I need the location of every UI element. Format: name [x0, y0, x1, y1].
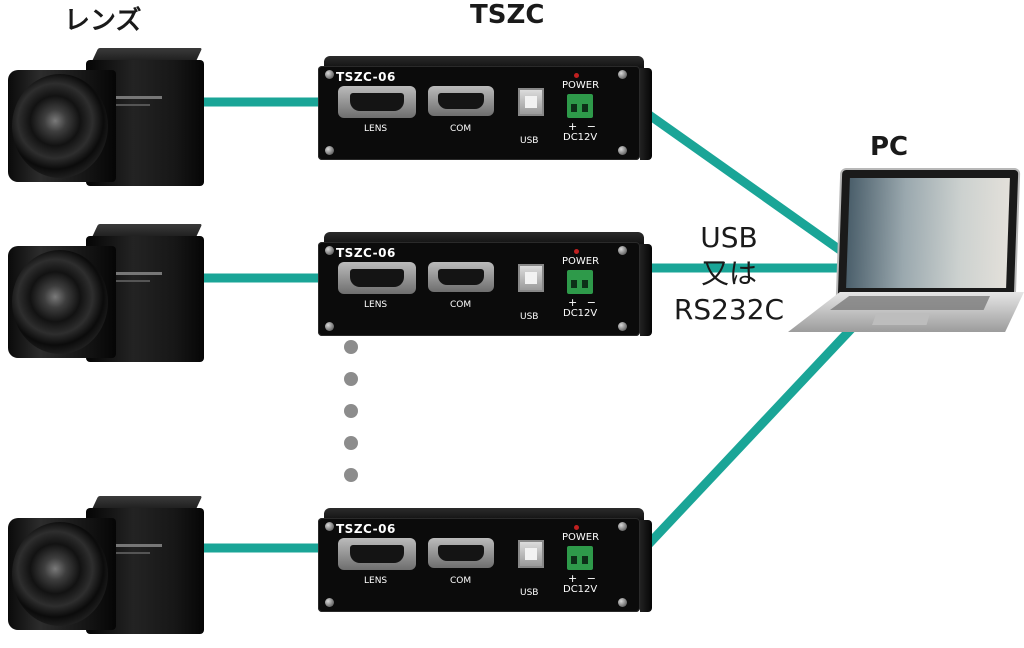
power-label: POWER	[562, 80, 600, 91]
connection-label-or: 又は	[700, 257, 757, 290]
power-led-icon	[574, 73, 579, 78]
model-label: TSZC-06	[336, 246, 396, 260]
zoom-lens-camera-1	[8, 48, 208, 188]
ellipsis-dot	[344, 372, 358, 386]
lens-port-label: LENS	[364, 576, 388, 586]
usb-port	[518, 88, 544, 116]
lens-port	[338, 86, 416, 118]
com-port-label: COM	[450, 300, 472, 310]
model-label: TSZC-06	[336, 70, 396, 84]
usb-port	[518, 540, 544, 568]
com-port-label: COM	[450, 124, 472, 134]
ellipsis-dot	[344, 340, 358, 354]
power-label: POWER	[562, 532, 600, 543]
power-terminal	[567, 546, 593, 570]
polarity-label: + −	[568, 296, 599, 309]
tszc-controller-1: TSZC-06 LENS COM USB POWER + − DC12V	[318, 56, 653, 166]
laptop-trackpad	[872, 313, 930, 325]
com-port	[428, 538, 494, 568]
dc-voltage-label: DC12V	[563, 584, 598, 595]
cable-tszc1-pc	[642, 108, 843, 254]
usb-port-label: USB	[520, 136, 539, 146]
laptop-screen	[846, 178, 1010, 288]
usb-port-label: USB	[520, 312, 539, 322]
laptop-pc	[788, 168, 1024, 340]
zoom-lens-camera-2	[8, 224, 208, 364]
ellipsis-dot	[344, 436, 358, 450]
tszc-controller-2: TSZC-06 LENS COM USB POWER + − DC12V	[318, 232, 653, 342]
power-led-icon	[574, 249, 579, 254]
com-port	[428, 86, 494, 116]
laptop-keyboard	[830, 296, 990, 310]
model-label: TSZC-06	[336, 522, 396, 536]
pc-heading: PC	[870, 132, 909, 162]
zoom-lens-camera-3	[8, 496, 208, 636]
ellipsis-dot	[344, 404, 358, 418]
dc-voltage-label: DC12V	[563, 308, 598, 319]
lens-heading: レンズ	[64, 6, 142, 36]
lens-port-label: LENS	[364, 300, 388, 310]
usb-port-label: USB	[520, 588, 539, 598]
com-port	[428, 262, 494, 292]
connection-label-rs232c: RS232C	[673, 293, 785, 326]
power-led-icon	[574, 525, 579, 530]
power-terminal	[567, 94, 593, 118]
ellipsis-dot	[344, 468, 358, 482]
lens-port	[338, 262, 416, 294]
connection-label-usb: USB	[700, 221, 758, 254]
dc-voltage-label: DC12V	[563, 132, 598, 143]
polarity-label: + −	[568, 120, 599, 133]
controller-heading: TSZC	[470, 0, 545, 30]
cable-tszc3-pc	[641, 324, 856, 552]
usb-port	[518, 264, 544, 292]
lens-port	[338, 538, 416, 570]
com-port-label: COM	[450, 576, 472, 586]
polarity-label: + −	[568, 572, 599, 585]
power-label: POWER	[562, 256, 600, 267]
tszc-controller-3: TSZC-06 LENS COM USB POWER + − DC12V	[318, 508, 653, 618]
lens-port-label: LENS	[364, 124, 388, 134]
power-terminal	[567, 270, 593, 294]
